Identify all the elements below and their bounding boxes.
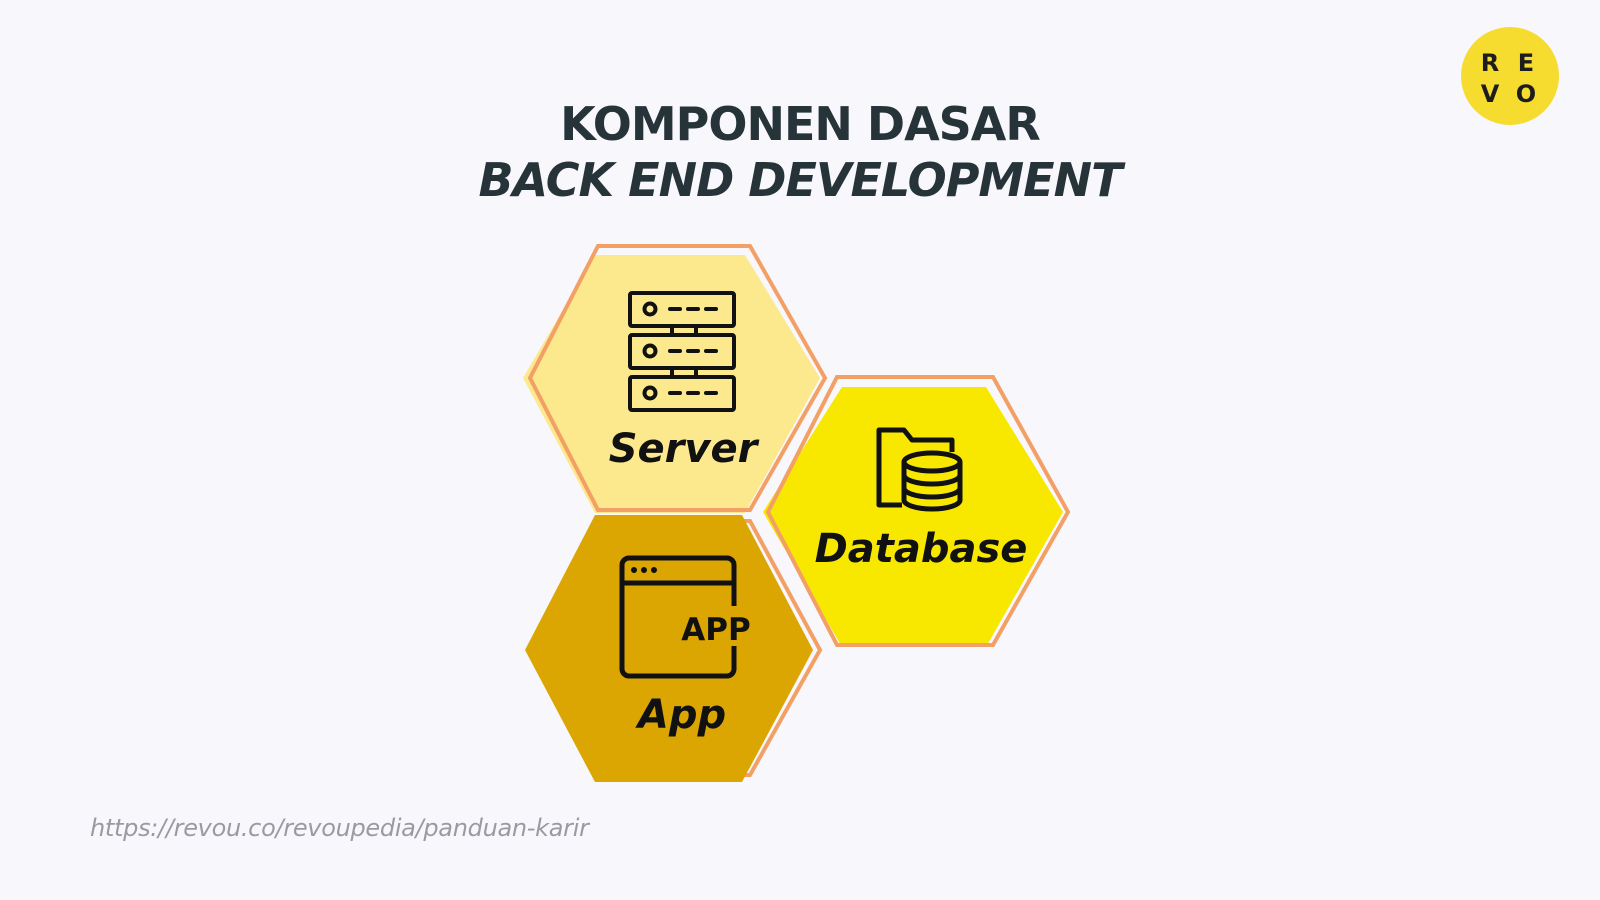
hex-app: APP App [525, 515, 823, 782]
hex-database-label: Database [815, 526, 1028, 572]
source-link[interactable]: https://revou.co/revoupedia/panduan-kari… [90, 814, 589, 842]
title-line-2: BACK END DEVELOPMENT [478, 153, 1123, 207]
hex-database-outline [765, 375, 1071, 647]
app-window-icon: APP [619, 555, 754, 679]
revou-logo: R E V O [1461, 27, 1559, 125]
folder-database-icon [876, 427, 963, 512]
server-rack-icon [628, 291, 736, 412]
hex-database: Database [763, 375, 1071, 647]
slide-title: KOMPONEN DASAR BACK END DEVELOPMENT [0, 96, 1600, 208]
hex-server-outline [527, 244, 828, 512]
app-icon-text: APP [681, 612, 750, 648]
logo-circle [1461, 27, 1559, 125]
logo-letter-o: O [1516, 80, 1536, 108]
hex-server: Server [523, 244, 828, 513]
hex-server-fill [523, 255, 820, 513]
logo-letter-v: V [1481, 80, 1500, 108]
hex-app-fill [525, 515, 813, 782]
logo-letter-r: R [1481, 49, 1499, 77]
hex-server-label: Server [609, 426, 760, 472]
logo-letter-e: E [1518, 49, 1534, 77]
title-line-1: KOMPONEN DASAR [560, 97, 1041, 151]
hex-app-label: App [635, 692, 726, 738]
hex-database-fill [763, 387, 1063, 647]
